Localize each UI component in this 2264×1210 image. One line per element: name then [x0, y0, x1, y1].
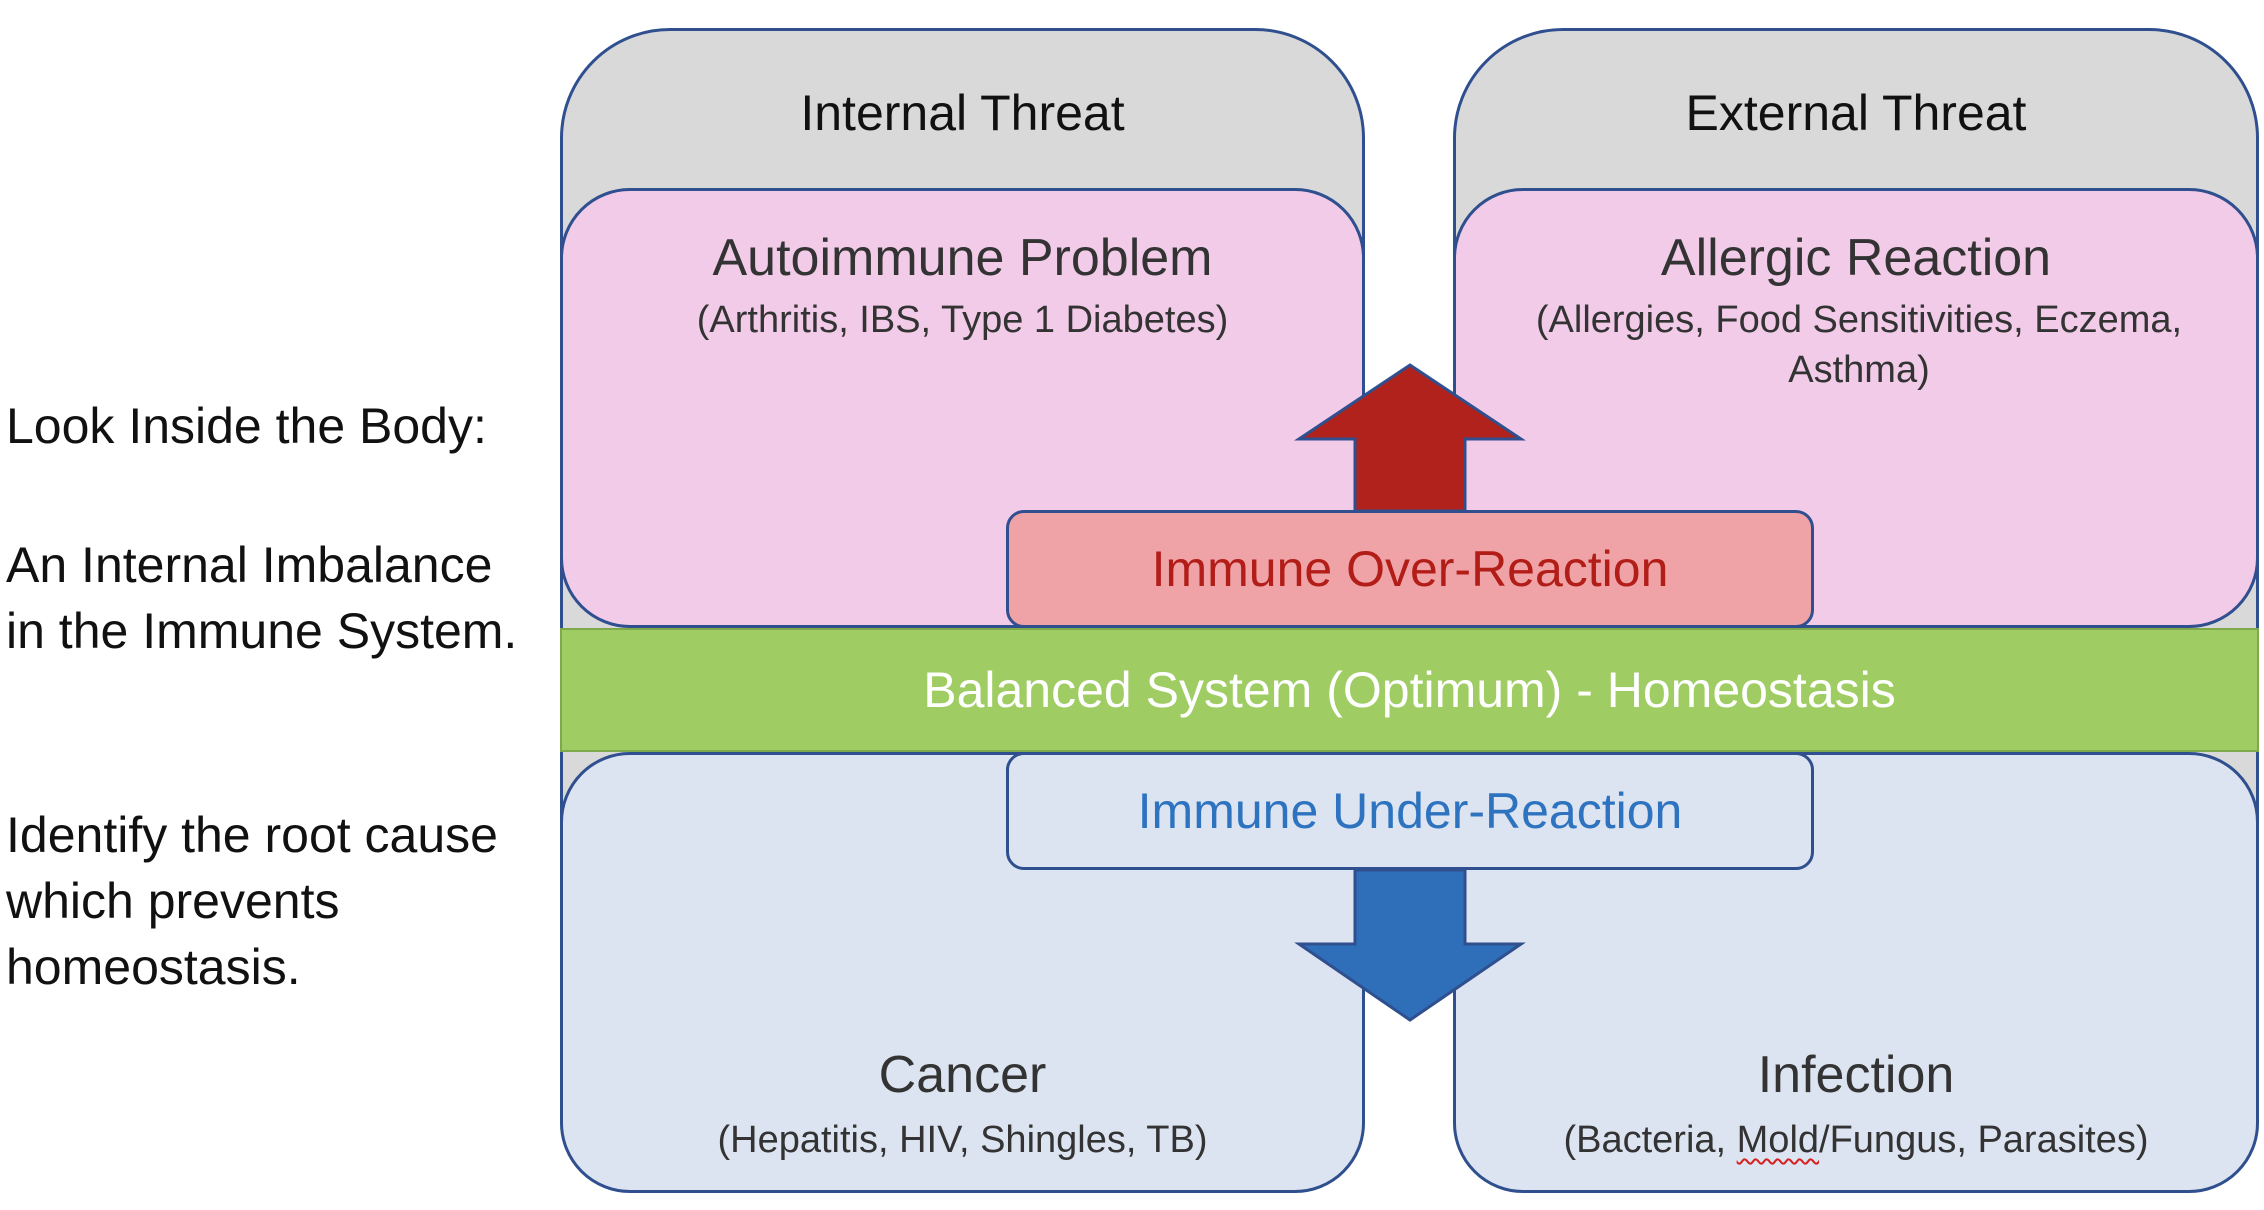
immune-under-reaction-label: Immune Under-Reaction: [1137, 783, 1683, 839]
autoimmune-subtitle: (Arthritis, IBS, Type 1 Diabetes): [696, 299, 1229, 341]
side-text-imbalance: An Internal Imbalance in the Immune Syst…: [6, 537, 518, 659]
autoimmune-title: Autoimmune Problem: [712, 229, 1213, 287]
cancer-title: Cancer: [878, 1046, 1047, 1104]
infection-subtitle-prefix: (Bacteria,: [1563, 1119, 1737, 1161]
immune-over-reaction-box: Immune Over-Reaction: [1006, 510, 1814, 628]
infection-title: Infection: [1757, 1046, 1955, 1104]
internal-threat-title: Internal Threat: [800, 85, 1125, 141]
homeostasis-band: Balanced System (Optimum) - Homeostasis: [560, 628, 2259, 752]
external-threat-title: External Threat: [1685, 85, 2027, 141]
immune-over-reaction-label: Immune Over-Reaction: [1151, 541, 1669, 597]
infection-subtitle: (Bacteria, Mold/Fungus, Parasites): [1456, 1115, 2256, 1165]
allergic-title: Allergic Reaction: [1660, 229, 2052, 287]
side-text-root-cause: Identify the root cause which prevents h…: [6, 807, 498, 995]
side-text-heading: Look Inside the Body:: [6, 398, 487, 454]
homeostasis-label: Balanced System (Optimum) - Homeostasis: [923, 662, 1896, 718]
arrow-down-icon: [1294, 868, 1526, 1022]
infection-subtitle-suffix: /Fungus, Parasites): [1819, 1119, 2149, 1161]
arrow-up-shape: [1294, 363, 1526, 513]
cancer-subtitle: (Hepatitis, HIV, Shingles, TB): [717, 1119, 1208, 1161]
infection-subtitle-mold: Mold: [1736, 1119, 1820, 1161]
allergic-quadrant: Allergic Reaction (Allergies, Food Sensi…: [1453, 188, 2259, 628]
arrow-down-shape: [1294, 868, 1526, 1022]
arrow-up-icon: [1294, 363, 1526, 513]
immune-under-reaction-box: Immune Under-Reaction: [1006, 752, 1814, 870]
allergic-subtitle: (Allergies, Food Sensitivities, Eczema, …: [1535, 299, 2183, 391]
